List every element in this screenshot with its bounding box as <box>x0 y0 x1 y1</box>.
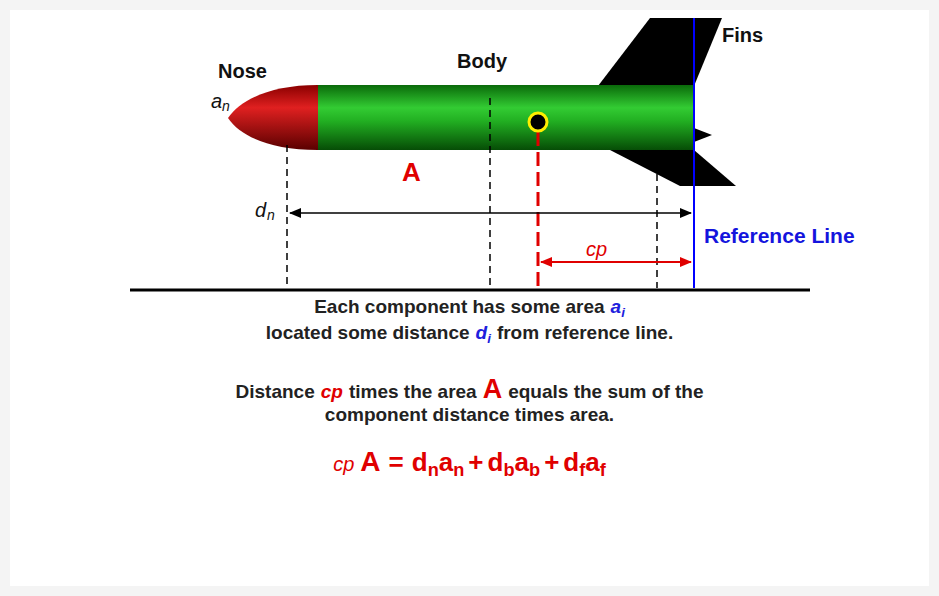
equation-term: d <box>563 447 579 477</box>
part-label: n <box>267 208 275 223</box>
part-label: A <box>402 158 421 187</box>
caption-text: cp <box>321 381 343 402</box>
part-label: Fins <box>722 24 763 46</box>
part-label: a <box>211 90 222 112</box>
equation-term: + <box>468 447 483 477</box>
text-line: Distance cp times the area Aequals the sum … <box>0 374 939 405</box>
text-line: Each component has some area ai <box>0 296 939 320</box>
caption-text: component distance times area. <box>325 404 614 425</box>
equation-term: n <box>453 460 464 480</box>
caption-text: from reference line. <box>497 322 673 343</box>
equation-term: a <box>515 447 529 477</box>
equation-term: a <box>439 447 453 477</box>
text-line: located some distance di from reference li… <box>0 322 939 346</box>
part-label: Reference Line <box>704 224 855 247</box>
caption-text: A <box>483 374 503 404</box>
equation-term: n <box>428 460 439 480</box>
equation-term: a <box>585 447 599 477</box>
caption-text: i <box>487 331 491 346</box>
caption-text: times the area <box>349 381 477 402</box>
text-line: component distance times area. <box>0 404 939 426</box>
caption-text: equals the sum of the <box>508 381 703 402</box>
equation-term: = <box>389 447 404 477</box>
equation-term: + <box>544 447 559 477</box>
caption-text: i <box>621 305 625 320</box>
part-label: Nose <box>218 60 267 82</box>
caption-text: located some distance <box>266 322 470 343</box>
equation-term: A <box>360 446 380 477</box>
equation-term: d <box>488 447 504 477</box>
caption-text: a <box>611 296 622 317</box>
part-label: cp <box>584 238 609 260</box>
caption-text: Each component has some area <box>314 296 604 317</box>
caption-text: d <box>476 322 488 343</box>
text-line: cpA=dnan+dbab+dfaf <box>0 446 939 481</box>
part-label: n <box>222 99 230 114</box>
equation-term: f <box>600 460 606 480</box>
part-label: d <box>255 199 266 221</box>
equation-term: cp <box>333 453 354 475</box>
equation-term: f <box>579 460 585 480</box>
equation-term: b <box>503 460 514 480</box>
equation-term: d <box>412 447 428 477</box>
part-label: Body <box>457 50 507 72</box>
equation-term: b <box>529 460 540 480</box>
caption-text: Distance <box>236 381 315 402</box>
